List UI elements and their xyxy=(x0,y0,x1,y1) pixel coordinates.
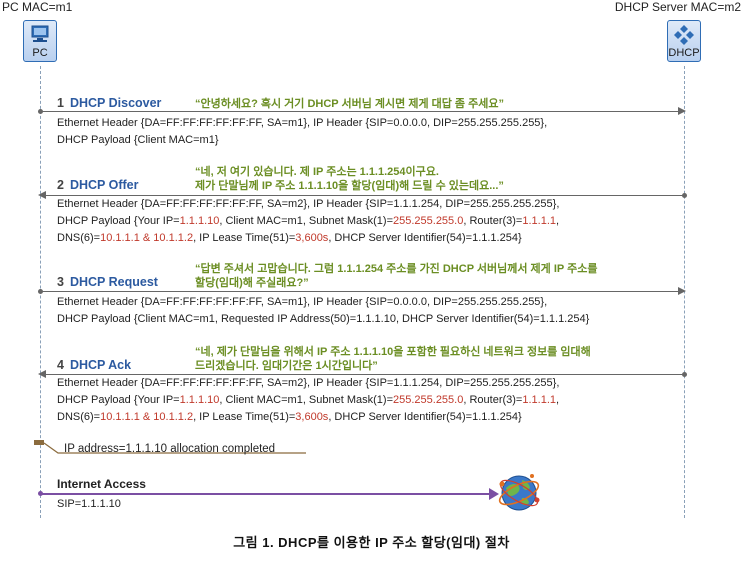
discover-line-1: Ethernet Header {DA=FF:FF:FF:FF:FF:FF, S… xyxy=(57,117,548,129)
offer-quote-line-1: “네, 저 여기 있습니다. 제 IP 주소는 1.1.1.254이구요. xyxy=(195,166,439,178)
offer-arrow-origin xyxy=(682,193,687,198)
internet-arrow-origin xyxy=(38,491,43,496)
computer-icon xyxy=(31,25,49,42)
step-label: DHCP Offer xyxy=(69,178,139,192)
step-label: DHCP Request xyxy=(69,275,158,289)
discover-line-2: DHCP Payload {Client MAC=m1} xyxy=(57,134,219,146)
text-segment: , Router(3)= xyxy=(463,215,523,227)
pc-mac-label: PC MAC=m1 xyxy=(2,0,73,14)
text-segment: , IP Lease Time(51)= xyxy=(193,411,296,423)
request-line-1: Ethernet Header {DA=FF:FF:FF:FF:FF:FF, S… xyxy=(57,296,548,308)
ack-quote-line-2: 드리겠습니다. 임대기간은 1시간입니다” xyxy=(195,360,378,372)
step-discover-title: 1 DHCP Discover xyxy=(57,96,161,110)
ack-quote: “네, 제가 단말님을 위해서 IP 주소 1.1.1.10을 포함한 필요하신… xyxy=(195,345,591,373)
step-number: 1 xyxy=(57,96,64,110)
router-value: 1.1.1.1 xyxy=(522,215,556,227)
pc-actor: PC xyxy=(23,20,57,62)
your-ip-value: 1.1.1.10 xyxy=(179,215,220,227)
text-segment: , Client MAC=m1, Subnet Mask(1)= xyxy=(219,215,393,227)
server-icon xyxy=(674,25,694,45)
step-label: DHCP Discover xyxy=(69,96,162,110)
text-segment: DNS(6)= xyxy=(57,232,101,244)
request-line-2: DHCP Payload {Client MAC=m1, Requested I… xyxy=(57,313,590,325)
step-number: 3 xyxy=(57,275,64,289)
your-ip-value: 1.1.1.10 xyxy=(179,394,220,406)
request-quote-line-1: “답변 주셔서 고맙습니다. 그럼 1.1.1.254 주소를 가진 DHCP … xyxy=(195,263,598,275)
step-number: 4 xyxy=(57,358,64,372)
subnet-mask-value: 255.255.255.0 xyxy=(393,215,464,227)
ack-line-1: Ethernet Header {DA=FF:FF:FF:FF:FF:FF, S… xyxy=(57,377,560,389)
offer-line-2: DHCP Payload {Your IP=1.1.1.10, Client M… xyxy=(57,213,559,230)
offer-quote-line-2: 제가 단말님께 IP 주소 1.1.1.10을 할당(임대)해 드릴 수 있는데… xyxy=(195,180,504,192)
server-mac-label: DHCP Server MAC=m2 xyxy=(614,0,741,14)
discover-arrow-origin xyxy=(38,109,43,114)
text-segment: , DHCP Server Identifier(54)=1.1.1.254} xyxy=(328,411,522,423)
internet-sip: SIP=1.1.1.10 xyxy=(57,498,121,510)
request-quote-line-2: 할당(임대)해 주실래요?” xyxy=(195,277,309,289)
text-segment: DHCP Payload {Your IP= xyxy=(57,394,180,406)
ack-quote-line-1: “네, 제가 단말님을 위해서 IP 주소 1.1.1.10을 포함한 필요하신… xyxy=(195,346,591,358)
step-request-title: 3 DHCP Request xyxy=(57,275,158,289)
figure-caption: 그림 1. DHCP를 이용한 IP 주소 할당(임대) 절차 xyxy=(233,535,510,550)
dhcp-server-actor-label: DHCP xyxy=(668,47,700,59)
note-callout xyxy=(34,440,306,454)
step-offer-title: 2 DHCP Offer xyxy=(57,178,138,192)
ack-line-2: DHCP Payload {Your IP=1.1.1.10, Client M… xyxy=(57,392,559,409)
internet-access-title: Internet Access xyxy=(57,477,146,491)
note-flag-icon xyxy=(34,440,44,445)
discover-arrow xyxy=(40,107,686,115)
request-quote: “답변 주셔서 고맙습니다. 그럼 1.1.1.254 주소를 가진 DHCP … xyxy=(195,262,597,290)
discover-quote: “안녕하세요? 혹시 거기 DHCP 서버님 계시면 제게 대답 좀 주세요” xyxy=(195,98,504,110)
request-arrow xyxy=(40,287,686,295)
dhcp-server-actor: DHCP xyxy=(667,20,701,62)
pc-actor-label: PC xyxy=(32,47,48,59)
internet-arrow xyxy=(40,493,492,495)
internet-arrow-head xyxy=(489,488,499,500)
ack-line-3: DNS(6)=10.1.1.1 & 10.1.1.2, IP Lease Tim… xyxy=(57,409,559,426)
dns-value: 10.1.1.1 & 10.1.1.2 xyxy=(100,411,194,423)
text-segment: , Client MAC=m1, Subnet Mask(1)= xyxy=(219,394,393,406)
ack-arrow-origin xyxy=(682,372,687,377)
router-value: 1.1.1.1 xyxy=(522,394,556,406)
offer-line-1: Ethernet Header {DA=FF:FF:FF:FF:FF:FF, S… xyxy=(57,198,560,210)
request-arrow-origin xyxy=(38,289,43,294)
step-number: 2 xyxy=(57,178,64,192)
text-segment: , Router(3)= xyxy=(463,394,523,406)
step-ack-title: 4 DHCP Ack xyxy=(57,358,131,372)
dns-value: 10.1.1.1 & 10.1.1.2 xyxy=(100,232,194,244)
offer-detail: Ethernet Header {DA=FF:FF:FF:FF:FF:FF, S… xyxy=(57,196,559,247)
ack-arrow xyxy=(38,370,684,378)
offer-quote: “네, 저 여기 있습니다. 제 IP 주소는 1.1.1.254이구요. 제가… xyxy=(195,165,504,193)
text-segment: , IP Lease Time(51)= xyxy=(193,232,296,244)
subnet-mask-value: 255.255.255.0 xyxy=(393,394,464,406)
lease-time-value: 3,600s xyxy=(295,411,329,423)
text-segment: , DHCP Server Identifier(54)=1.1.1.254} xyxy=(328,232,522,244)
text-segment: DNS(6)= xyxy=(57,411,101,423)
text-segment: , xyxy=(556,215,560,227)
offer-line-3: DNS(6)=10.1.1.1 & 10.1.1.2, IP Lease Tim… xyxy=(57,230,559,247)
lease-time-value: 3,600s xyxy=(295,232,329,244)
allocation-note: IP address=1.1.1.10 allocation completed xyxy=(64,443,276,455)
step-label: DHCP Ack xyxy=(69,358,132,372)
discover-detail: Ethernet Header {DA=FF:FF:FF:FF:FF:FF, S… xyxy=(57,115,547,149)
text-segment: , xyxy=(556,394,560,406)
request-detail: Ethernet Header {DA=FF:FF:FF:FF:FF:FF, S… xyxy=(57,294,589,328)
text-segment: DHCP Payload {Your IP= xyxy=(57,215,180,227)
ack-detail: Ethernet Header {DA=FF:FF:FF:FF:FF:FF, S… xyxy=(57,375,559,426)
globe-network-icon xyxy=(498,474,540,511)
offer-arrow xyxy=(38,191,684,199)
